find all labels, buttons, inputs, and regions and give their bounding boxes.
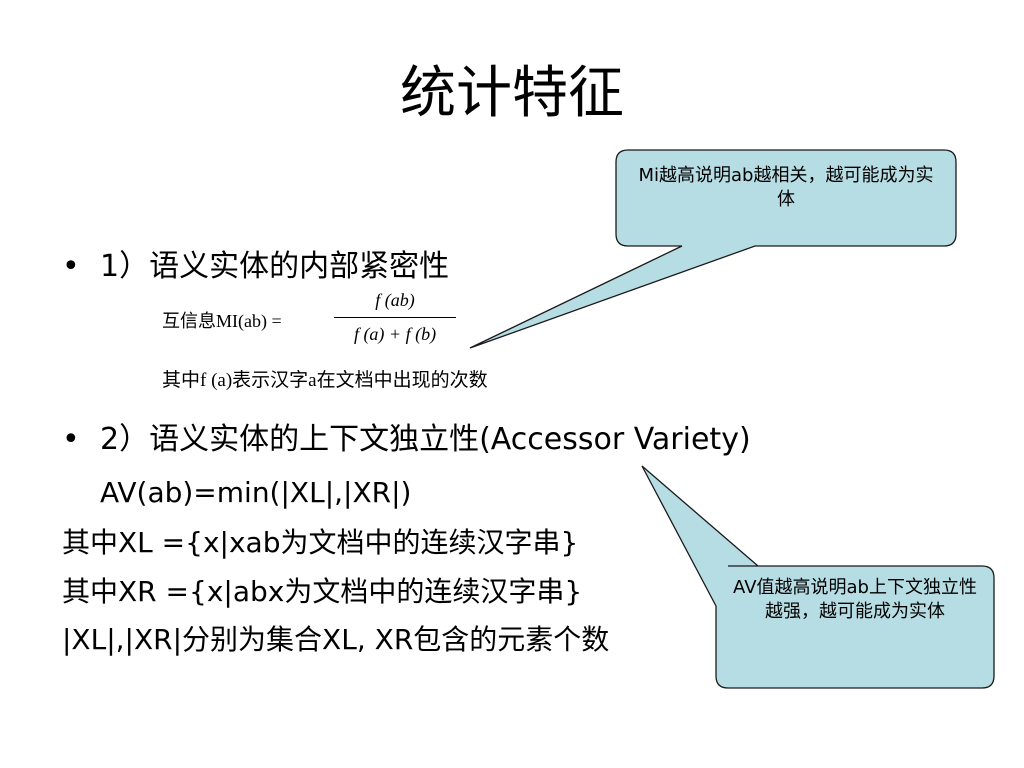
callout-2-text: AV值越高说明ab上下文独立性越强，越可能成为实体 [733, 577, 977, 622]
formula-fraction: f (ab) f (a) + f (b) [334, 290, 456, 344]
bullet-1: • 1）语义实体的内部紧密性 [62, 247, 449, 287]
callout-1-text: Mi越高说明ab越相关，越可能成为实体 [638, 165, 934, 210]
bullet-dot: • [62, 422, 80, 457]
callout-1-shape [469, 149, 957, 349]
bullet-2: • 2）语义实体的上下文独立性(Accessor Variety) [62, 420, 751, 460]
formula-denominator: f (a) + f (b) [353, 324, 437, 344]
formula-numerator: f (ab) [375, 290, 415, 310]
bullet-1-text: 语义实体的内部紧密性 [149, 249, 450, 284]
bullet-1-number: 1） [100, 249, 150, 284]
slide-title: 统计特征 [400, 61, 624, 126]
xl-definition: 其中XL ={x|xab为文档中的连续汉字串} [62, 526, 579, 559]
bullet-2-text: 语义实体的上下文独立性(Accessor Variety) [149, 422, 751, 457]
xr-definition: 其中XR ={x|abx为文档中的连续汉字串} [62, 575, 583, 608]
fraction-bar [334, 317, 456, 318]
callout-2-shape [641, 465, 995, 689]
formula-lhs: 互信息MI(ab) = [162, 311, 282, 331]
formula-note: 其中f (a)表示汉字a在文档中出现的次数 [162, 370, 488, 391]
av-formula: AV(ab)=min(|XL|,|XR|) [100, 476, 412, 509]
bullet-2-number: 2） [100, 422, 150, 457]
bullet-dot: • [62, 249, 80, 284]
set-size-note: |XL|,|XR|分别为集合XL, XR包含的元素个数 [62, 623, 610, 656]
